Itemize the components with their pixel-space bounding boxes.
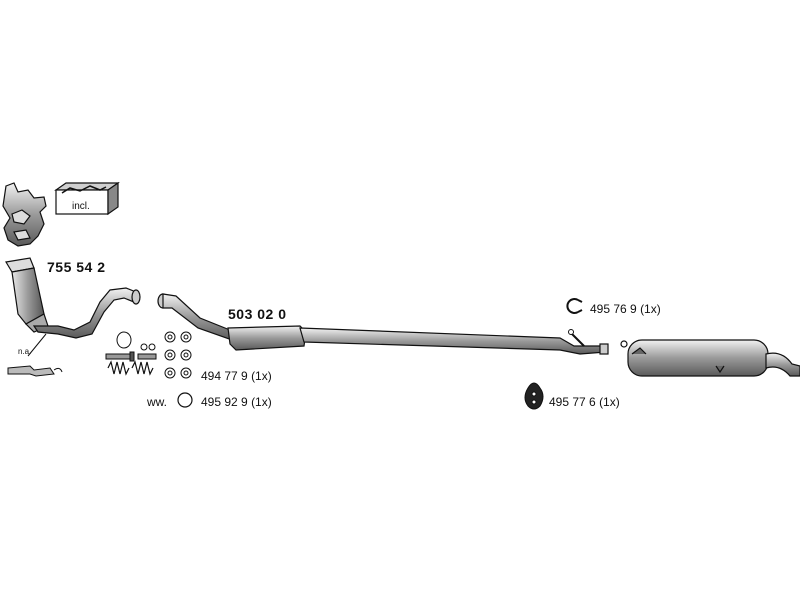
part-number-mounting-kit: 494 77 9 (201, 369, 248, 383)
rear-silencer (620, 339, 800, 377)
quantity-mounting-kit: (1x) (251, 369, 272, 383)
clamp-part (566, 298, 583, 314)
mounting-kit-label: 494 77 9 (1x) (201, 369, 272, 383)
seal-ring-label: 495 92 9 (1x) (201, 395, 272, 409)
part-number-catalytic-converter: 755 54 2 (47, 259, 106, 275)
quantity-clamp: (1x) (640, 302, 661, 316)
part-number-middle-silencer: 503 02 0 (228, 306, 287, 322)
gasket-kit-box (54, 181, 120, 216)
quantity-seal-ring: (1x) (251, 395, 272, 409)
exhaust-manifold (2, 182, 47, 247)
part-number-clamp: 495 76 9 (590, 302, 637, 316)
rubber-mount-part (524, 382, 544, 410)
included-note: incl. (72, 201, 90, 212)
not-available-note: n.a. (18, 347, 32, 356)
quantity-rubber-mount: (1x) (599, 395, 620, 409)
part-number-seal-ring: 495 92 9 (201, 395, 248, 409)
front-pipe (32, 287, 141, 339)
clamp-label: 495 76 9 (1x) (590, 302, 661, 316)
catalytic-converter (5, 257, 49, 333)
middle-silencer-assembly (157, 293, 609, 355)
seal-ring-prefix: ww. (147, 395, 168, 409)
hanger-pin (568, 329, 585, 347)
seal-ring (177, 392, 193, 408)
mounting-kit-parts (105, 331, 192, 379)
rubber-mount-label: 495 77 6 (1x) (549, 395, 620, 409)
part-number-rubber-mount: 495 77 6 (549, 395, 596, 409)
lambda-sensor (7, 333, 63, 377)
